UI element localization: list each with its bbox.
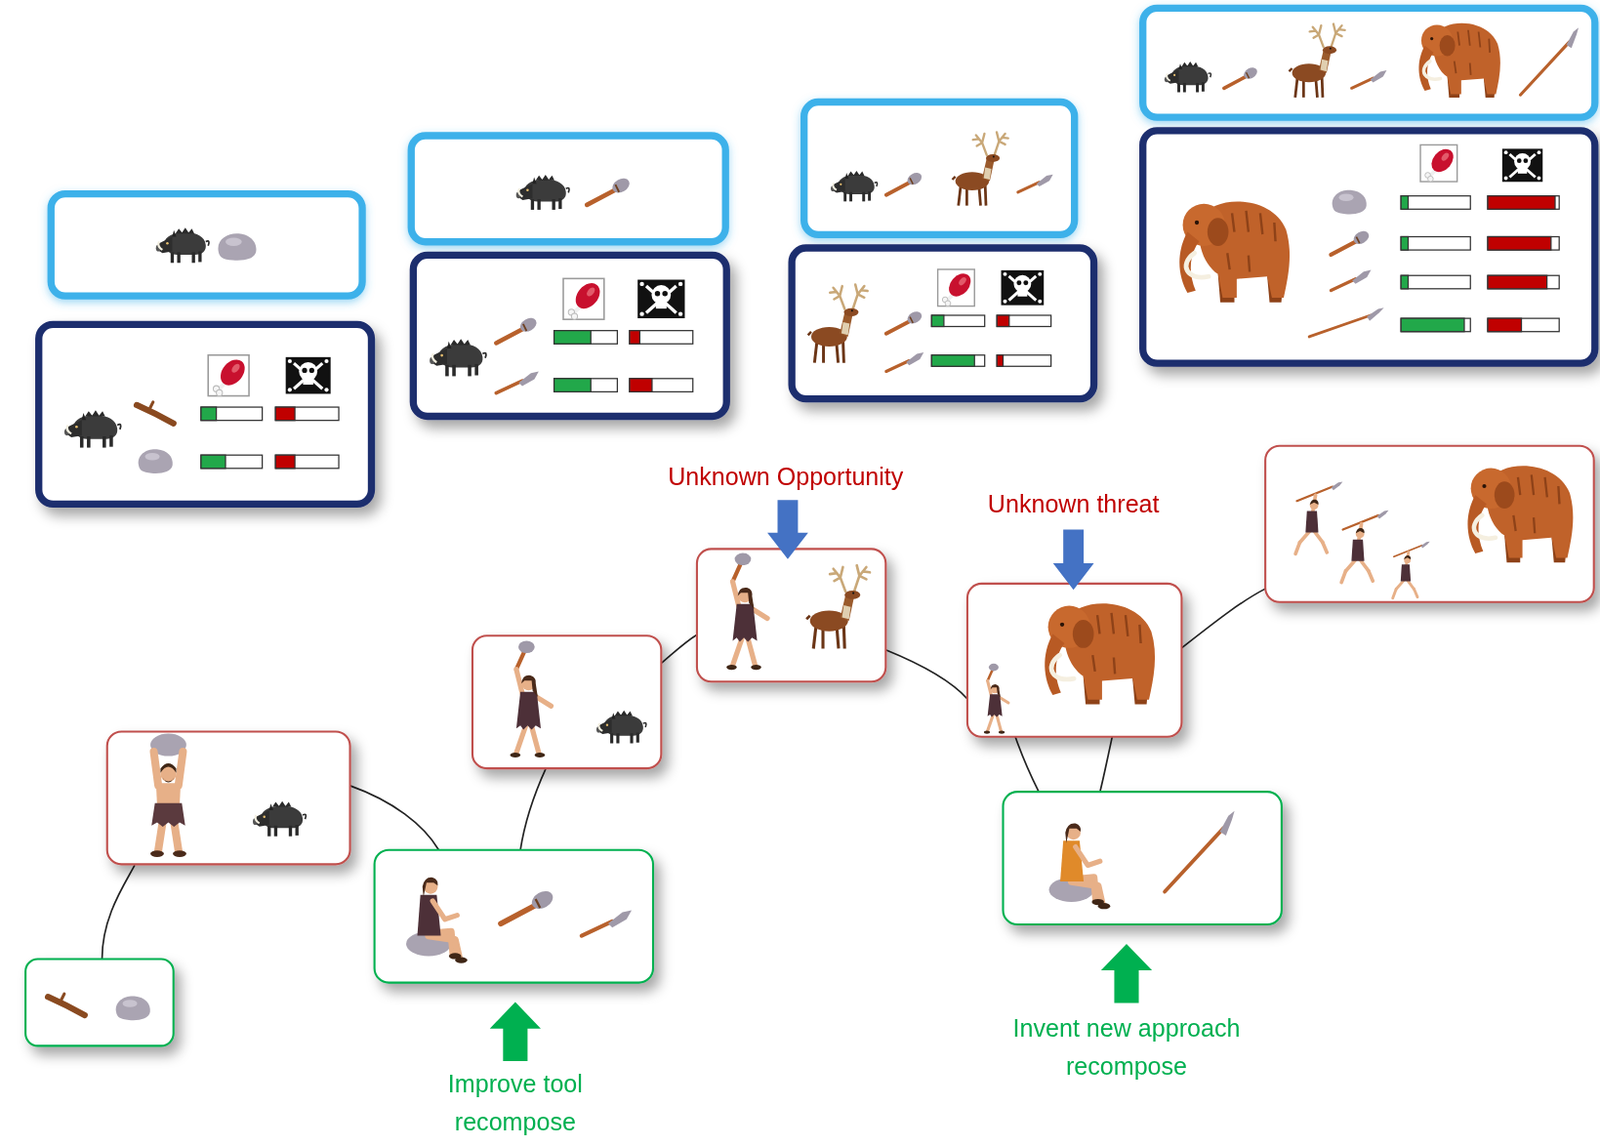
axe-icon — [1330, 228, 1371, 255]
mammoth-icon — [1044, 603, 1155, 704]
evaluation-panel — [1143, 130, 1596, 364]
rock-icon — [1332, 190, 1367, 215]
known-set-panel — [410, 135, 726, 243]
path-line — [1100, 737, 1113, 792]
mammoth-icon — [1419, 23, 1501, 98]
caveman-figure — [510, 640, 552, 758]
rock-icon — [138, 449, 173, 474]
annotation-label: Unknown Opportunity — [667, 460, 903, 492]
path-line — [102, 864, 135, 959]
rock-icon — [217, 233, 256, 261]
innovation-box — [25, 791, 1282, 1046]
caveman-figure — [150, 734, 187, 858]
spear-icon — [1352, 70, 1388, 88]
innovation-box — [374, 850, 654, 984]
path-line — [660, 634, 698, 663]
danger-icon — [1001, 270, 1045, 306]
spear-icon — [1330, 270, 1371, 291]
known-set-panel — [804, 102, 1075, 236]
scene-box — [472, 635, 661, 769]
evaluation-panel — [39, 324, 372, 504]
caveman-figure — [726, 553, 768, 671]
known-set-panel — [50, 194, 363, 297]
caveman-figure — [1393, 541, 1431, 599]
annotation-label: Improve tool recompose — [412, 1065, 617, 1141]
innovation-box — [25, 959, 174, 1047]
boar-icon — [64, 410, 122, 448]
spear-icon — [1018, 174, 1054, 193]
path-line — [885, 650, 968, 699]
scene-box — [697, 548, 886, 682]
deer-icon — [952, 131, 1009, 206]
score-bar — [1400, 196, 1559, 332]
down-arrow — [1053, 530, 1095, 591]
path-line — [1181, 588, 1266, 649]
down-arrow — [767, 499, 809, 560]
path-line — [1015, 737, 1039, 792]
boar-icon — [429, 338, 487, 376]
mammoth-icon — [1467, 465, 1573, 563]
up-arrow — [490, 1001, 541, 1062]
innovation-box — [1003, 791, 1282, 925]
caveman-figure — [1049, 822, 1111, 909]
spear-icon — [495, 370, 539, 393]
path-line — [520, 768, 546, 851]
boar-icon — [252, 801, 306, 837]
annotation-label: Invent new approach recompose — [988, 1009, 1265, 1085]
boar-icon — [830, 170, 878, 202]
evaluation-panel — [791, 247, 1094, 400]
annotation-label: Unknown threat — [987, 489, 1160, 520]
known-set-panel — [1143, 7, 1596, 118]
scene-box — [107, 446, 1595, 865]
long-spear-icon — [1164, 811, 1234, 893]
rock-icon — [116, 995, 151, 1021]
danger-icon — [1502, 148, 1543, 182]
path-line — [350, 785, 440, 851]
caveman-figure — [1341, 510, 1389, 583]
danger-icon — [637, 280, 685, 320]
stick-icon — [47, 993, 85, 1016]
deer-icon — [806, 565, 870, 649]
axe-icon — [886, 309, 925, 334]
boar-icon — [516, 174, 570, 210]
food-icon — [1420, 144, 1458, 182]
axe-icon — [586, 175, 632, 206]
score-bar — [554, 330, 694, 393]
boar-icon — [156, 227, 209, 263]
up-arrow — [1101, 943, 1152, 1004]
evaluation-panel — [412, 254, 727, 416]
food-icon — [563, 278, 606, 320]
caveman-figure — [1295, 481, 1343, 554]
scene-box — [967, 583, 1183, 738]
scene-box — [107, 731, 351, 864]
caveman-figure — [984, 663, 1009, 735]
food-icon — [207, 355, 250, 397]
deer-icon — [1288, 24, 1345, 98]
score-bar — [931, 315, 1051, 367]
long-spear-icon — [1309, 283, 1384, 362]
spear-icon — [581, 909, 632, 936]
caveman-figure — [406, 877, 468, 964]
stick-icon — [136, 402, 174, 424]
scene-box — [1265, 446, 1595, 603]
deer-icon — [808, 284, 868, 363]
food-icon — [938, 269, 976, 307]
score-bar — [201, 407, 339, 469]
axe-icon — [500, 887, 557, 924]
spear-icon — [886, 352, 924, 372]
axe-icon — [495, 315, 539, 343]
mammoth-icon — [1179, 201, 1290, 302]
long-spear-icon — [1519, 27, 1579, 95]
danger-icon — [286, 357, 331, 395]
axe-icon — [886, 170, 925, 196]
boar-icon — [1164, 61, 1212, 92]
boar-icon — [596, 710, 647, 744]
axe-icon — [1224, 65, 1260, 88]
